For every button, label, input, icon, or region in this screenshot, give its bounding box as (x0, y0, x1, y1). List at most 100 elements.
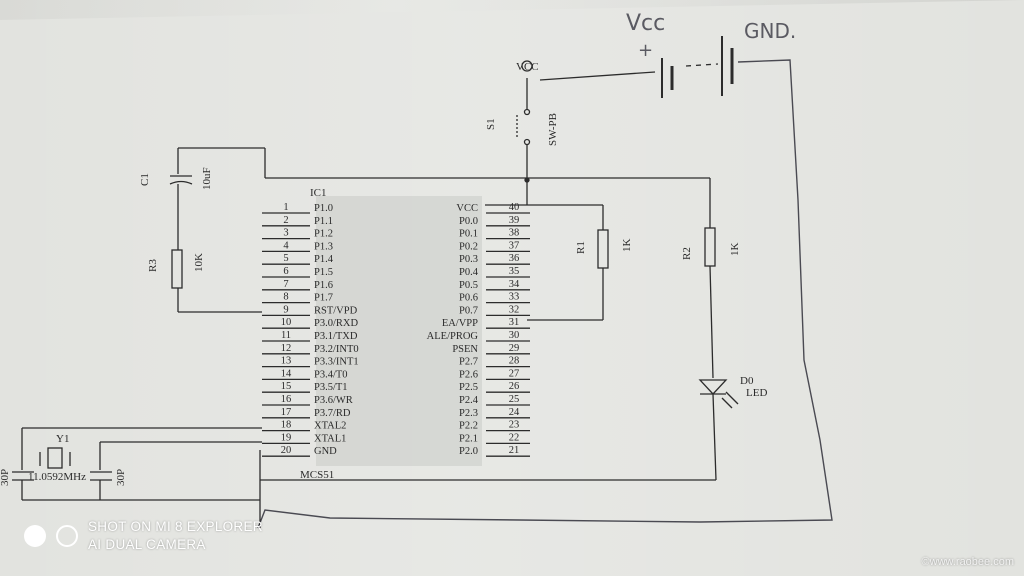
note-gnd: GND. (744, 19, 796, 43)
ic-right-pins: 40VCC39P0.038P0.137P0.236P0.335P0.434P0.… (427, 202, 520, 457)
r2-ref: R2 (681, 247, 693, 260)
note-plus: + (638, 40, 653, 61)
right-pin-number: 25 (509, 394, 520, 405)
right-pin-name: EA/VPP (442, 318, 478, 329)
r3-ref: R3 (147, 259, 159, 272)
right-pin-name: P2.2 (459, 421, 478, 432)
right-pin-name: PSEN (452, 344, 478, 355)
right-pin-name: ALE/PROG (427, 331, 479, 342)
right-pin-number: 38 (509, 228, 520, 239)
note-vcc: Vcc (626, 11, 665, 36)
left-pin-name: GND (314, 446, 337, 457)
left-pin-number: 20 (281, 445, 292, 456)
watermark-line2: AI DUAL CAMERA (88, 537, 206, 552)
right-pin-name: P0.7 (459, 305, 478, 316)
right-pin-name: P0.3 (459, 254, 478, 265)
resistor-r3 (171, 249, 183, 289)
ic-ref: IC1 (310, 187, 327, 199)
right-pin-number: 39 (509, 215, 520, 226)
right-pin-number: 28 (509, 356, 520, 367)
right-pin-name: P2.6 (459, 369, 478, 380)
ic-part: MCS51 (300, 469, 334, 481)
y1-value: 11.0592MHz (28, 471, 86, 483)
d0-ref: D0 (740, 375, 754, 387)
right-pin-number: 37 (509, 240, 520, 251)
left-pin-name: P3.4/T0 (314, 369, 348, 380)
left-pin-name: P1.5 (314, 267, 333, 278)
right-pin-number: 22 (509, 432, 520, 443)
right-pin-number: 29 (509, 343, 520, 354)
right-pin-name: P2.5 (459, 382, 478, 393)
right-pin-number: 32 (509, 304, 520, 315)
right-pin-number: 33 (509, 292, 520, 303)
c1-value: 10uF (201, 167, 213, 190)
left-pin-name: P1.7 (314, 293, 333, 304)
right-pin-number: 30 (509, 330, 520, 341)
r1-ref: R1 (575, 241, 587, 254)
lens-ring-icon (56, 525, 78, 547)
led-d0 (698, 379, 728, 395)
right-pin-name: P2.3 (459, 408, 478, 419)
s1-part: SW-PB (547, 113, 559, 146)
left-pin-number: 13 (281, 356, 292, 367)
left-pin-number: 2 (283, 215, 288, 226)
lens-dot-icon (24, 525, 46, 547)
right-pin-name: P0.5 (459, 280, 478, 291)
left-pin-name: P3.2/INT0 (314, 344, 359, 355)
right-pin-number: 35 (509, 266, 520, 277)
right-pin-name: P0.2 (459, 241, 478, 252)
left-pin-name: P1.3 (314, 241, 333, 252)
left-pin-name: P1.1 (314, 216, 333, 227)
right-pin-stubs (486, 212, 530, 457)
right-pin-number: 23 (509, 420, 520, 431)
right-pin-number: 31 (509, 317, 520, 328)
left-pin-name: P1.0 (314, 203, 333, 214)
right-pin-name: P2.7 (459, 357, 478, 368)
left-pin-number: 19 (281, 432, 292, 443)
left-pin-number: 9 (283, 304, 288, 315)
r1-value: 1K (621, 239, 633, 253)
left-pin-number: 5 (283, 253, 288, 264)
right-pin-name: P0.6 (459, 293, 478, 304)
left-pin-name: P3.3/INT1 (314, 357, 359, 368)
left-pin-name: XTAL2 (314, 421, 346, 432)
left-pin-number: 3 (283, 228, 288, 239)
left-pin-number: 7 (283, 279, 288, 290)
c1-ref: C1 (139, 173, 151, 186)
right-pin-name: P0.0 (459, 216, 478, 227)
right-pin-number: 26 (509, 381, 520, 392)
right-pin-name: P2.4 (459, 395, 479, 406)
right-pin-number: 27 (509, 368, 520, 379)
left-pin-name: P1.4 (314, 254, 334, 265)
right-pin-name: P2.1 (459, 433, 478, 444)
right-pin-number: 40 (509, 202, 520, 213)
right-pin-number: 24 (509, 407, 520, 418)
right-pin-name: P0.4 (459, 267, 479, 278)
left-pin-name: P1.2 (314, 229, 333, 240)
left-pin-number: 18 (281, 420, 292, 431)
left-pin-number: 4 (283, 240, 289, 251)
camera-watermark: SHOT ON MI 8 EXPLORER AI DUAL CAMERA (24, 518, 263, 554)
y1-ref: Y1 (56, 433, 69, 445)
right-pin-name: P2.0 (459, 446, 478, 457)
vcc-node-label: VCC (516, 61, 539, 73)
left-pin-name: P3.6/WR (314, 395, 353, 406)
left-pin-number: 11 (281, 330, 291, 341)
left-pin-name: XTAL1 (314, 433, 346, 444)
vcc-terminal (521, 60, 533, 72)
c2-value: 30P (0, 469, 11, 486)
left-pin-number: 17 (281, 407, 292, 418)
right-pin-number: 36 (509, 253, 520, 264)
left-pin-number: 16 (281, 394, 292, 405)
left-pin-number: 8 (283, 292, 288, 303)
left-pin-name: P3.5/T1 (314, 382, 348, 393)
left-pin-number: 1 (283, 202, 288, 213)
gnd-return-wire (257, 59, 833, 529)
left-pin-number: 12 (281, 343, 292, 354)
left-pin-number: 14 (281, 368, 292, 379)
left-pin-name: RST/VPD (314, 305, 358, 316)
ic-body (316, 196, 482, 466)
